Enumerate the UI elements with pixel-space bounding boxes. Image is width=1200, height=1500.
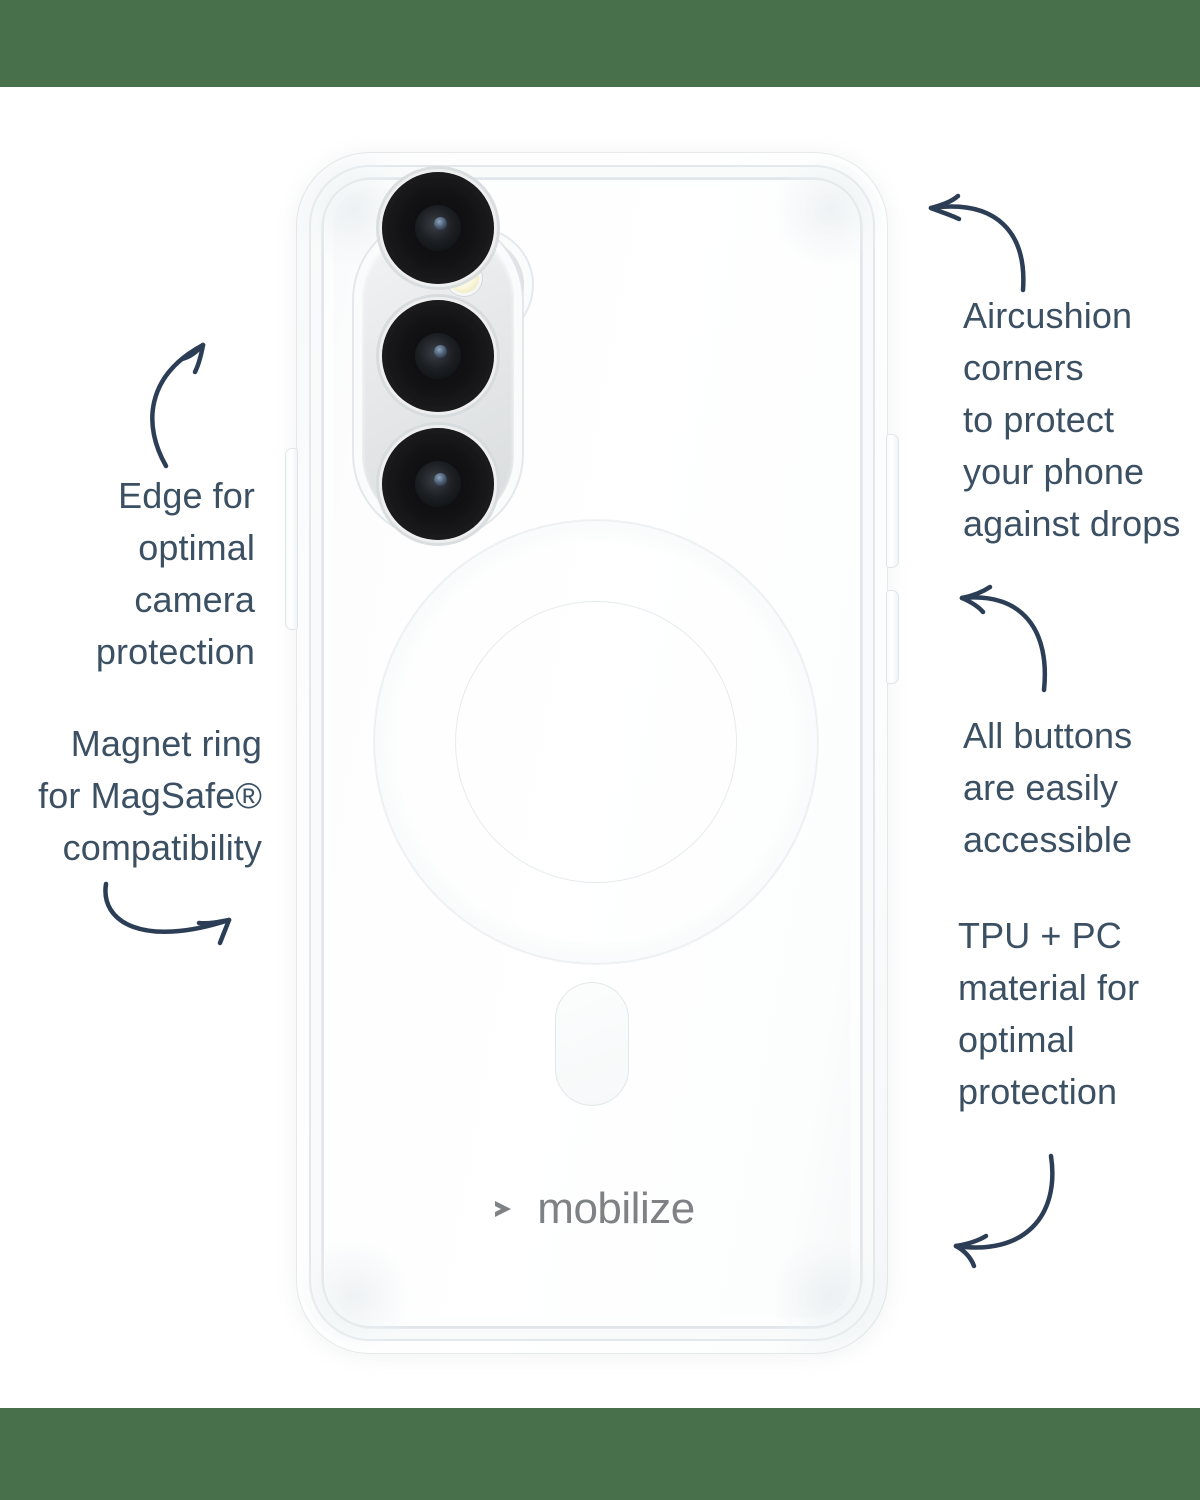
- camera-lens-1: [382, 172, 494, 284]
- camera-lens-highlight: [433, 472, 447, 486]
- side-button-volume-right: [886, 434, 899, 568]
- annotation-all-buttons-accessible: All buttons are easily accessible: [963, 715, 1133, 860]
- camera-lens-2: [382, 300, 494, 412]
- side-button-volume-left: [285, 448, 298, 630]
- aircushion-corner-bottom-left: [300, 1242, 408, 1350]
- chevron-right-icon: [495, 1201, 512, 1217]
- curved-arrow-up-left-icon-middle: [959, 584, 1048, 693]
- annotation-aircushion-corners: Aircushion corners to protect your phone…: [963, 295, 1181, 544]
- camera-lens-highlight: [433, 344, 447, 358]
- magsafe-magnet-ring: [374, 520, 818, 964]
- curved-arrow-down-left-icon: [953, 1153, 1055, 1269]
- curved-arrow-right-up-icon: [103, 881, 232, 946]
- aircushion-corner-top-right: [776, 156, 884, 264]
- curved-arrow-up-right-icon: [150, 342, 206, 469]
- brand-name: mobilize: [537, 1184, 695, 1233]
- magsafe-alignment-key: [555, 982, 629, 1106]
- top-green-band: [0, 0, 1200, 87]
- annotation-edge-camera-protection: Edge for optimal camera protection: [95, 475, 255, 672]
- side-button-power: [886, 590, 899, 684]
- camera-lens-3: [382, 428, 494, 540]
- aircushion-corner-bottom-right: [776, 1242, 884, 1350]
- curved-arrow-up-left-icon-top: [928, 193, 1026, 293]
- camera-lens-highlight: [433, 216, 447, 230]
- phone-case-image: mobilize: [285, 152, 899, 1354]
- annotation-tpu-pc-material: TPU + PC material for optimal protection: [958, 915, 1140, 1112]
- brand-logo: mobilize: [296, 1187, 888, 1231]
- bottom-green-band: [0, 1408, 1200, 1500]
- annotation-magnet-ring-magsafe: Magnet ring for MagSafe® compatibility: [38, 723, 262, 868]
